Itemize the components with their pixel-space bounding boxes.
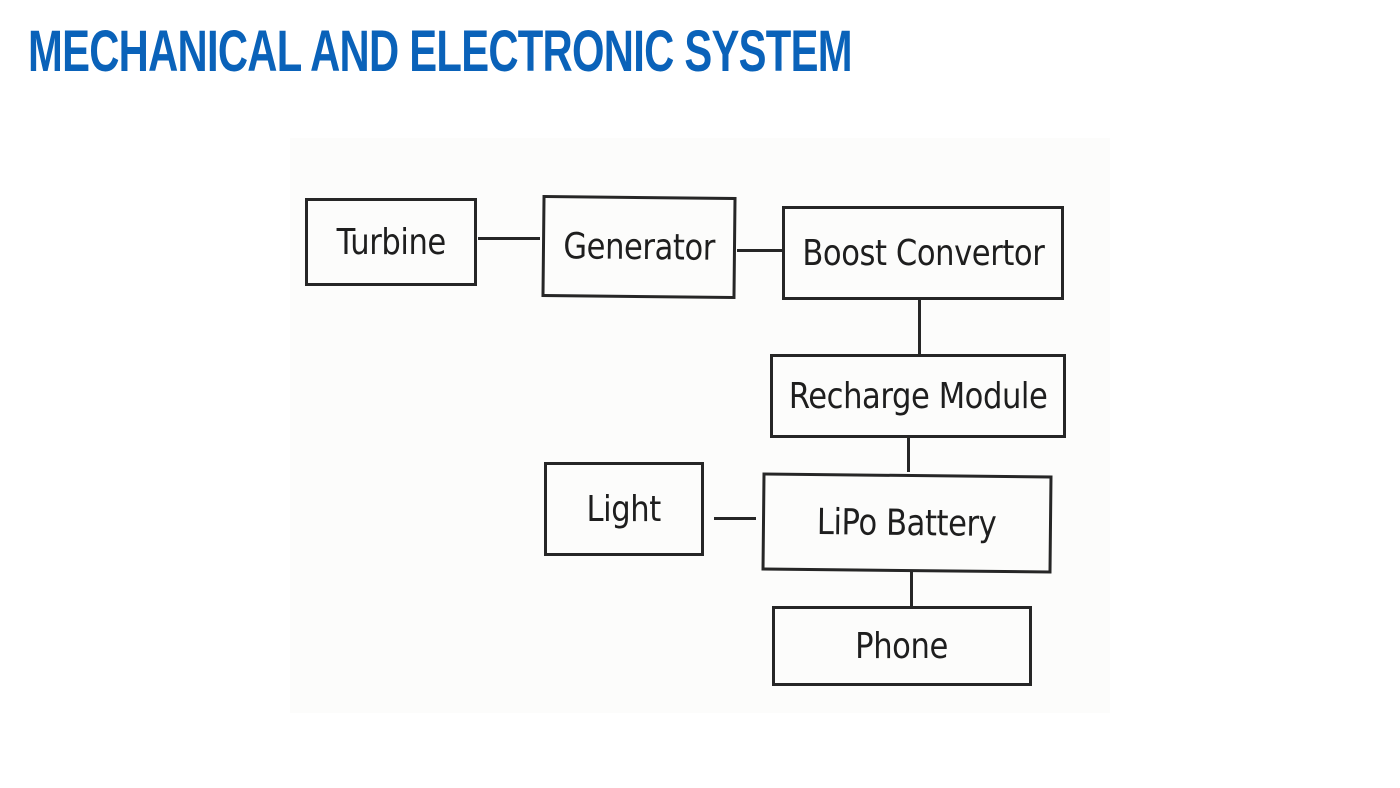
node-turbine: Turbine bbox=[305, 198, 477, 286]
node-generator-label: Generator bbox=[563, 225, 715, 269]
hand-drawn-block-diagram: Turbine Generator Boost Convertor Rechar… bbox=[290, 138, 1110, 713]
node-boost-convertor: Boost Convertor bbox=[782, 206, 1064, 300]
node-phone-label: Phone bbox=[855, 625, 949, 667]
edge-boost-convertor-recharge-module bbox=[918, 300, 921, 354]
edge-turbine-generator bbox=[478, 237, 540, 240]
node-turbine-label: Turbine bbox=[336, 221, 446, 263]
edge-generator-boost-convertor bbox=[737, 249, 782, 252]
slide-title: MECHANICAL AND ELECTRONIC SYSTEM bbox=[28, 19, 853, 84]
node-lipo-battery: LiPo Battery bbox=[761, 472, 1053, 574]
edge-lipo-battery-phone bbox=[910, 572, 913, 608]
node-generator: Generator bbox=[541, 194, 737, 300]
node-boost-convertor-label: Boost Convertor bbox=[801, 232, 1045, 274]
node-recharge-module-label: Recharge Module bbox=[788, 375, 1048, 417]
node-recharge-module: Recharge Module bbox=[770, 354, 1066, 438]
edge-recharge-module-lipo-battery bbox=[907, 438, 910, 472]
edge-light-lipo-battery bbox=[714, 517, 756, 520]
node-phone: Phone bbox=[772, 606, 1032, 686]
node-light: Light bbox=[544, 462, 704, 556]
node-light-label: Light bbox=[586, 488, 662, 530]
node-lipo-battery-label: LiPo Battery bbox=[817, 501, 997, 545]
